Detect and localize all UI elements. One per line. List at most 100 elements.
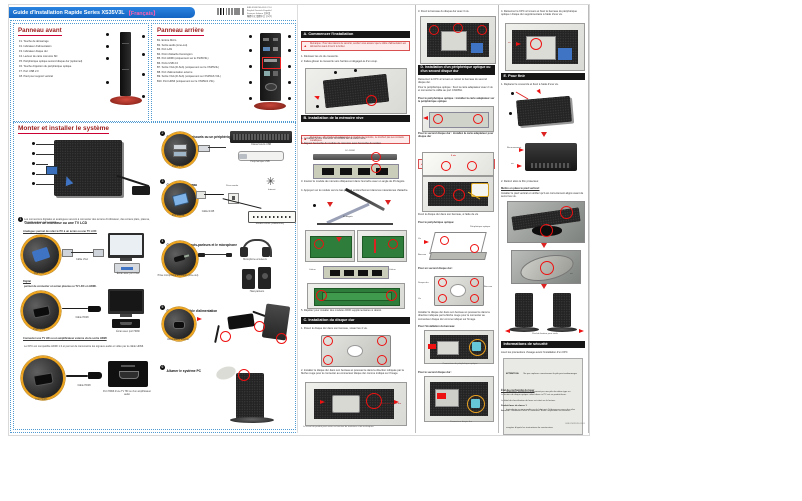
rear-panel-box: Panneau arrière B1. Entrée Micro B2. Sor… — [151, 23, 296, 122]
rear-panel-item: B7. Sortie VGA (D-Sub) (uniquement sur l… — [157, 66, 219, 70]
step2-label: Connecter clavier/souris ou un périphéri… — [166, 135, 242, 139]
base-screw-photo: vis — [511, 250, 581, 286]
section-d-step3: 3. Fixez le berceau du disque dur avec 3… — [418, 10, 470, 13]
callout-dot — [32, 182, 36, 186]
hdmi-plug-end — [88, 372, 102, 379]
caption: Port HDMI — [33, 328, 45, 331]
step2-number: 2 — [160, 131, 165, 137]
assembly-box: Monter et installer le système 1Connecte… — [13, 122, 296, 430]
hand-shape — [214, 364, 238, 382]
hdmi-port-device — [112, 319, 140, 328]
audio-jack-photo — [162, 241, 198, 277]
red-arrow — [313, 94, 320, 100]
callout-dot — [288, 97, 292, 101]
caption: Câble RJ45 — [201, 210, 215, 213]
section-b-step5: 5. Répétez pour installer des modules DD… — [301, 309, 382, 312]
hdtv-body: Le KPC est compatible HDMI 1.3 et permet… — [24, 345, 144, 348]
callout-line — [36, 153, 54, 155]
caption: Périphérique optique — [470, 226, 491, 228]
usb-plug — [198, 145, 210, 152]
hdmi-plug-end — [88, 305, 101, 312]
keyboard-art — [230, 131, 292, 143]
column-separator — [498, 5, 499, 433]
hdmi-socket — [119, 371, 139, 379]
rear-panel-item: B6. Ports USB 2.0 — [157, 61, 179, 65]
cover-label: Recouvrement — [507, 147, 522, 149]
section-d-p1: Retournez le KPC à l'envers et retirez l… — [418, 78, 487, 85]
front-panel-item: F6. Touche d'éjection du périphérique op… — [19, 64, 72, 68]
power-on-illustration — [196, 364, 292, 425]
angle-label: 45 degrés — [343, 216, 353, 218]
laser-line1: Le lecteur de disque optique utilisé dan… — [501, 394, 567, 396]
rear-panel-item: B2. Sortie audio (Line-out) — [157, 43, 188, 47]
caption: Écran avec port HDMI — [116, 330, 140, 333]
section-c-header: C. Installation du disque dur — [301, 317, 410, 324]
hdd-connector-caption2: Connecteur disque dur — [449, 421, 473, 423]
callout-line — [36, 143, 54, 145]
caption: Port VGA — [33, 272, 45, 275]
section-d-tray-label: Pour l'installation du berceau: — [418, 325, 456, 328]
callout-dot — [32, 172, 36, 176]
second-hdd-connect-photo — [424, 376, 494, 422]
callout-line — [36, 183, 54, 185]
rear-panel-item: B5. Port HDMI (uniquement sur le XS35V3L… — [157, 57, 209, 61]
caption: Port réseau — [171, 214, 185, 217]
optical-connector-caption: Connecteur du périphérique optique — [442, 363, 478, 365]
speakers-art — [242, 267, 272, 289]
assembly-overview-illustration — [20, 136, 154, 210]
rear-panel-title: Panneau arrière — [157, 27, 204, 36]
caption: Câble HDMI — [77, 384, 91, 387]
step6-heading: 6Allumer le système PC — [160, 359, 201, 377]
dimm-module — [323, 266, 389, 279]
section-b-step3: 3. Insérez le module de mémoire obliquem… — [301, 180, 406, 183]
callout-line — [36, 173, 48, 175]
caption: Prise microphone écouteurs (Line-out) — [157, 274, 199, 277]
safety-intro: Lisez les précautions d'usage avant l'in… — [501, 351, 568, 354]
rear-panel-item: B9. Sortie VGA (D-Sub) (uniquement sur X… — [157, 75, 221, 79]
section-b-step1: 1. Localisez le slot mémoire SO-DIMM sur… — [301, 137, 367, 140]
front-panel-title: Panneau avant — [18, 27, 62, 36]
section-e-header: E. Pour finir — [501, 73, 585, 80]
caption: Disque dur — [418, 282, 429, 284]
step1-body: Les connexions digitales et analogues se… — [24, 218, 150, 225]
column-separator — [415, 5, 416, 433]
device-slot — [122, 69, 129, 70]
open-case-illustration — [305, 68, 407, 114]
front-panel-list: F1. Touche de démarrage F2. Indicateur d… — [19, 40, 101, 78]
callout-line — [36, 163, 48, 165]
vga-plug — [31, 246, 51, 263]
monitor-screen — [110, 235, 142, 255]
step2-heading: 2Connecter clavier/souris ou un périphér… — [160, 125, 241, 143]
dc-plug — [173, 321, 185, 329]
vga-cable-art — [62, 247, 104, 257]
callout-dot — [249, 35, 253, 39]
stand-label: Mettre en place le pied vertical: — [501, 187, 540, 190]
annotation-circle — [254, 321, 265, 332]
caption: Clavier/souris USB — [250, 143, 272, 146]
usb-port — [173, 151, 187, 157]
dimm-align-illustration: SO-DIMM — [309, 150, 401, 179]
section-d-optical-label: Pour le périphérique optique: — [418, 221, 455, 224]
red-arrow-right — [197, 317, 202, 321]
caption: Microphone écouteurs — [243, 258, 267, 261]
wall-plate-art — [228, 193, 239, 204]
usb-cable-art — [198, 143, 228, 153]
caption: Modem ADSL (Câble/DSL) — [255, 222, 285, 225]
screw-label: vis — [508, 42, 511, 44]
callout-dot — [106, 45, 110, 49]
fix-tray-photo: vis — [505, 23, 585, 71]
callout-dot — [32, 142, 36, 146]
vga-port-photo — [21, 235, 61, 275]
section-a-step1: 1. Dévissez les vis du couvercle. — [301, 55, 339, 58]
digital-body: permet de connecter un écran plasma ou T… — [24, 285, 97, 288]
rear-panel-item: B4. Point d'attache Kensington — [157, 52, 193, 56]
monitor-stand — [120, 258, 132, 261]
hdd-connect-photo — [305, 382, 407, 426]
front-panel-item: F1. Touche de démarrage — [19, 40, 49, 43]
page-edge — [588, 5, 589, 433]
device-base — [110, 96, 142, 105]
section-a-warning: Remarque : Pour des raisons de sécurité,… — [301, 41, 410, 51]
safety-header: Informations de sécurité — [501, 341, 585, 348]
language-tag: 【Français】 — [125, 10, 159, 17]
